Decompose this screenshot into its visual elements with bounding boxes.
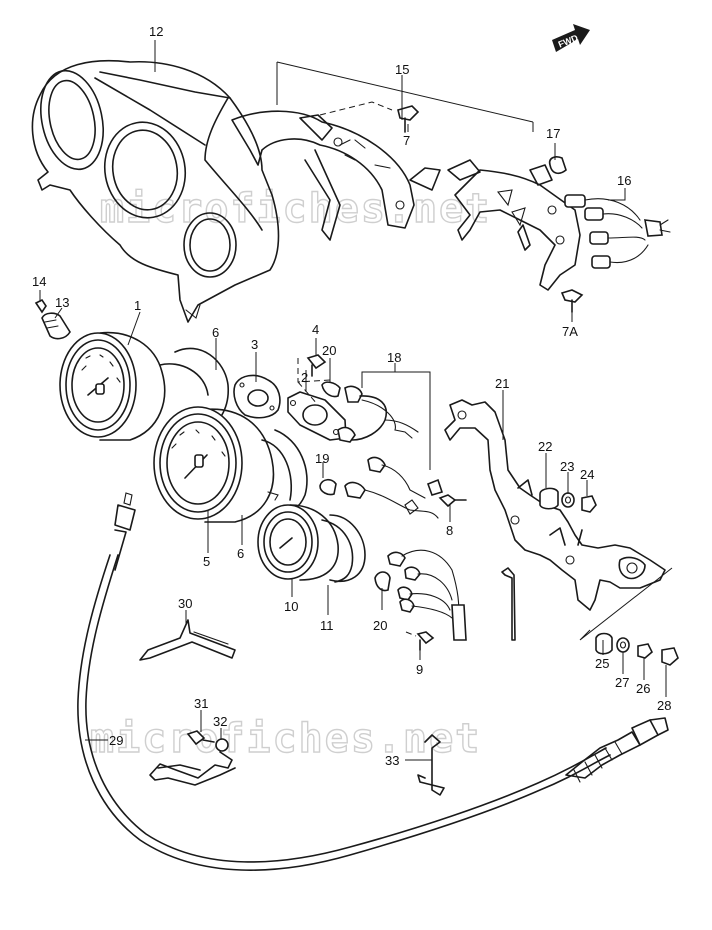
callout-27: 27 <box>615 675 629 690</box>
callout-17: 17 <box>546 126 560 141</box>
leader-15 <box>276 61 534 123</box>
collar-25 <box>595 632 613 655</box>
callout-24: 24 <box>580 467 594 482</box>
callout-29: 29 <box>109 733 123 748</box>
callout-13: 13 <box>55 295 69 310</box>
harness-18 <box>337 385 419 443</box>
callout-2: 2 <box>301 370 308 385</box>
bolt-7a <box>560 289 584 313</box>
callout-20-bottom: 20 <box>373 618 387 633</box>
nut-24 <box>581 495 597 513</box>
callout-26: 26 <box>636 681 650 696</box>
plate-2 <box>287 391 347 441</box>
callout-19: 19 <box>315 451 329 466</box>
watermark-top: microfiches.net <box>100 186 491 232</box>
socket-13 <box>41 312 71 340</box>
tachometer-1 <box>59 331 229 441</box>
callout-4: 4 <box>312 322 319 337</box>
svg-text:FWD: FWD <box>557 32 580 49</box>
bulb-19 <box>319 478 337 496</box>
leader-21-lower <box>579 567 673 641</box>
bulb-sockets-16 <box>564 194 671 269</box>
callout-23: 23 <box>560 459 574 474</box>
callout-9: 9 <box>416 662 423 677</box>
nut-26 <box>637 643 653 659</box>
callout-18: 18 <box>387 350 401 365</box>
callout-30: 30 <box>178 596 192 611</box>
callout-10: 10 <box>284 599 298 614</box>
bulb-20a <box>321 381 341 398</box>
clamp-30 <box>139 619 236 661</box>
screw-9 <box>416 631 435 651</box>
leader-lines <box>39 40 667 761</box>
callout-1: 1 <box>134 298 141 313</box>
nut-28 <box>661 647 679 666</box>
callout-12: 12 <box>149 24 163 39</box>
callout-32: 32 <box>213 714 227 729</box>
callout-labels: 12 15 7 17 16 7A 14 13 1 6 3 4 20 2 18 1… <box>32 24 671 768</box>
callout-8: 8 <box>446 523 453 538</box>
bolt-7 <box>397 105 420 133</box>
callout-14: 14 <box>32 274 46 289</box>
gauge-10 <box>257 504 339 581</box>
collar-22 <box>539 487 559 510</box>
watermark-bottom: microfiches.net <box>90 716 481 762</box>
meter-cover-12 <box>31 59 280 323</box>
callout-28: 28 <box>657 698 671 713</box>
fwd-arrow-icon: FWD <box>552 24 590 52</box>
callout-6-top: 6 <box>212 325 219 340</box>
washer-23 <box>561 492 575 508</box>
washer-27 <box>616 637 630 653</box>
gasket-3 <box>233 374 281 419</box>
speedo-cable-29 <box>77 492 669 871</box>
wire-clip <box>501 567 516 641</box>
screw-8 <box>438 494 467 508</box>
bulb-20b <box>374 571 391 592</box>
callout-25: 25 <box>595 656 609 671</box>
clip-33 <box>417 734 445 796</box>
callout-5: 5 <box>203 554 210 569</box>
clamp-32 <box>149 738 236 786</box>
callout-21: 21 <box>495 376 509 391</box>
harness-lower <box>387 549 467 641</box>
callout-3: 3 <box>251 337 258 352</box>
grommet-17 <box>548 156 567 175</box>
bolt-31 <box>186 730 215 746</box>
speedometer-5 <box>153 406 308 523</box>
callout-16: 16 <box>617 173 631 188</box>
callout-7a: 7A <box>562 324 578 339</box>
screw-4 <box>306 354 327 377</box>
socket-19b <box>344 456 444 519</box>
callout-7: 7 <box>403 133 410 148</box>
callout-20-top: 20 <box>322 343 336 358</box>
callout-22: 22 <box>538 439 552 454</box>
callout-15: 15 <box>395 62 409 77</box>
gauge-cover-11 <box>321 514 366 583</box>
callout-11: 11 <box>320 618 334 633</box>
meter-bracket-15 <box>231 110 581 291</box>
bulb-14 <box>34 298 47 314</box>
callout-33: 33 <box>385 753 399 768</box>
bracket-21 <box>444 399 666 611</box>
callout-31: 31 <box>194 696 208 711</box>
callout-6-bottom: 6 <box>237 546 244 561</box>
